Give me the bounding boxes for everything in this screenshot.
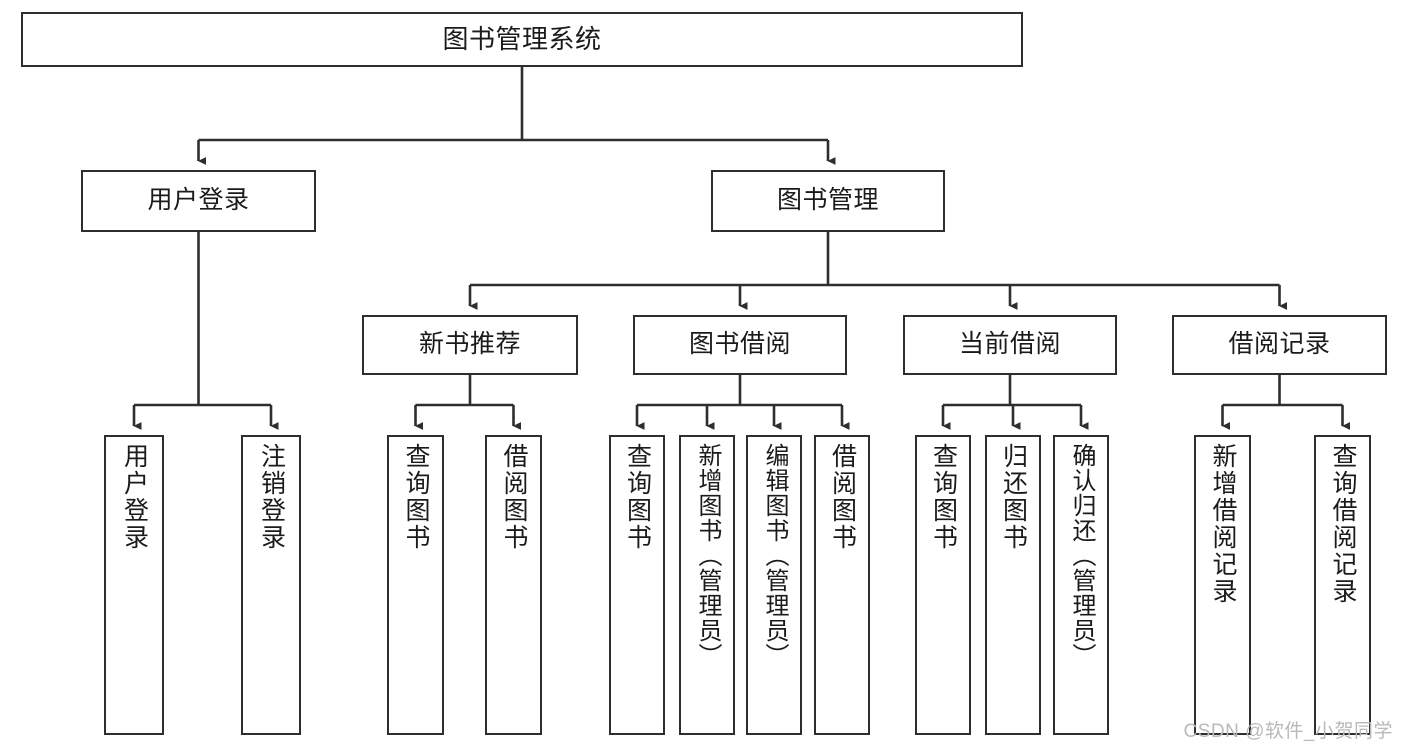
node-label: 用户登录 (120, 443, 149, 551)
node-leaf-query-book-borrow[interactable]: 查询图书 (609, 435, 665, 735)
node-leaf-user-logout[interactable]: 注销登录 (241, 435, 301, 735)
node-label: 新增借阅记录 (1209, 443, 1237, 605)
node-root[interactable]: 图书管理系统 (21, 12, 1023, 67)
node-leaf-borrow-book-rec[interactable]: 借阅图书 (485, 435, 542, 735)
node-borrow-record[interactable]: 借阅记录 (1172, 315, 1387, 375)
node-leaf-query-book-current[interactable]: 查询图书 (915, 435, 971, 735)
node-label: 新书推荐 (418, 330, 521, 359)
node-label: 用户登录 (147, 186, 250, 215)
node-leaf-confirm-return-admin[interactable]: 确认归还（管理员） (1053, 435, 1109, 735)
node-label: 借阅图书 (828, 443, 857, 551)
node-label: 注销登录 (257, 443, 286, 551)
node-label: 新增图书（管理员） (694, 443, 721, 668)
node-label: 查询图书 (623, 443, 652, 551)
connector-trunk (637, 375, 842, 407)
node-label: 编辑图书（管理员） (761, 443, 788, 668)
connector-trunk (198, 67, 828, 142)
node-user-login[interactable]: 用户登录 (81, 170, 316, 232)
node-leaf-add-book-admin[interactable]: 新增图书（管理员） (679, 435, 735, 735)
connector-trunk (415, 375, 514, 407)
connector-trunk (134, 232, 271, 407)
node-leaf-add-borrow-record[interactable]: 新增借阅记录 (1194, 435, 1251, 735)
node-label: 借阅图书 (500, 443, 528, 551)
node-leaf-edit-book-admin[interactable]: 编辑图书（管理员） (746, 435, 802, 735)
node-leaf-query-book-rec[interactable]: 查询图书 (387, 435, 444, 735)
node-book-manage[interactable]: 图书管理 (711, 170, 945, 232)
node-leaf-borrow-book[interactable]: 借阅图书 (814, 435, 870, 735)
node-label: 查询图书 (402, 443, 430, 551)
connector-trunk (470, 232, 1280, 287)
node-leaf-return-book[interactable]: 归还图书 (985, 435, 1041, 735)
node-label: 借阅记录 (1228, 330, 1331, 359)
connector-trunk (943, 375, 1081, 407)
node-label: 归还图书 (999, 443, 1028, 551)
node-label: 确认归还（管理员） (1068, 443, 1095, 668)
node-new-book-recommend[interactable]: 新书推荐 (362, 315, 578, 375)
node-label: 图书管理系统 (442, 24, 602, 55)
node-leaf-user-login[interactable]: 用户登录 (104, 435, 164, 735)
connector-trunk (1222, 375, 1343, 407)
node-label: 查询借阅记录 (1329, 443, 1357, 605)
node-label: 查询图书 (929, 443, 958, 551)
node-label: 当前借阅 (958, 330, 1061, 359)
node-label: 图书管理 (776, 186, 879, 215)
node-label: 图书借阅 (688, 330, 791, 359)
node-current-borrow[interactable]: 当前借阅 (903, 315, 1117, 375)
node-book-borrow[interactable]: 图书借阅 (633, 315, 847, 375)
node-leaf-query-borrow-record[interactable]: 查询借阅记录 (1314, 435, 1371, 735)
